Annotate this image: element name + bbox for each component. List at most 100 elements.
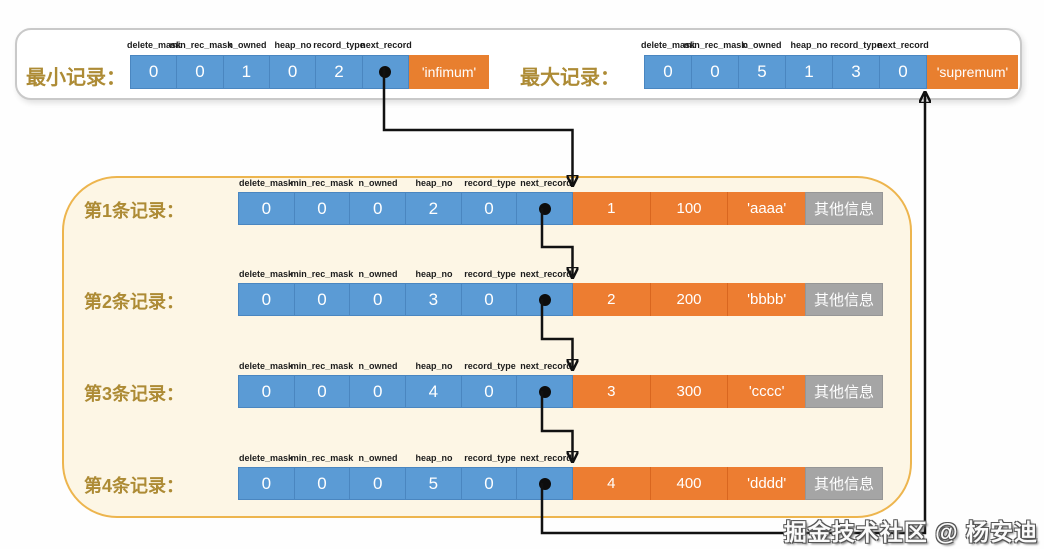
cell-min-rec-mask: 0	[176, 56, 223, 88]
record-data-row: 1 100 'aaaa'	[573, 192, 806, 225]
cell-min-rec-mask: 0	[293, 468, 350, 499]
field-label-next-record: next_record	[877, 40, 929, 50]
cell-delete-mask: 0	[239, 284, 294, 315]
cell-heap-no: 5	[405, 468, 461, 499]
record-label: 第3条记录：	[84, 384, 185, 404]
watermark: 掘金技术社区 @ 杨安迪	[783, 519, 1038, 545]
cell-n-owned: 1	[222, 56, 269, 88]
field-label-delete-mask: delete_mask	[238, 269, 294, 279]
cell-min-rec-mask: 0	[293, 193, 350, 224]
cell-column3: 'bbbb'	[727, 283, 806, 316]
cell-other-info: 其他信息	[805, 375, 883, 408]
cell-record-type: 0	[460, 468, 517, 499]
system-records-box: 最小记录： delete_mask min_rec_mask n_owned h…	[15, 28, 1022, 100]
cell-record-type: 3	[832, 56, 879, 88]
field-label-n-owned: n_owned	[358, 453, 398, 463]
min-record-label: 最小记录：	[26, 67, 126, 89]
record-header-row: 0 0 0 2 0	[238, 192, 573, 225]
cell-min-rec-mask: 0	[293, 284, 350, 315]
field-label-n-owned: n_owned	[358, 178, 398, 188]
record-header-row: 0 0 0 4 0	[238, 375, 573, 408]
cell-column2: 300	[649, 375, 728, 408]
record-row-1: 第1条记录： delete_mask min_rec_mask n_owned …	[0, 178, 1044, 232]
field-label-record-type: record_type	[464, 361, 516, 371]
field-label-min-rec-mask: min_rec_mask	[290, 178, 354, 188]
field-label-delete-mask: delete_mask	[238, 361, 294, 371]
cell-heap-no: 1	[785, 56, 832, 88]
next-record-pointer-dot	[538, 202, 551, 215]
cell-min-rec-mask: 0	[293, 376, 350, 407]
cell-primary-key: 2	[573, 283, 650, 316]
field-label-min-rec-mask: min_rec_mask	[169, 40, 233, 50]
cell-heap-no: 0	[268, 56, 316, 88]
field-label-n-owned: n_owned	[358, 361, 398, 371]
field-label-min-rec-mask: min_rec_mask	[290, 361, 354, 371]
field-label-record-type: record_type	[464, 453, 516, 463]
max-record-header-row: 0 0 5 1 3 0	[644, 55, 927, 89]
record-data-row: 4 400 'dddd'	[573, 467, 806, 500]
cell-heap-no: 4	[405, 376, 461, 407]
cell-primary-key: 3	[573, 375, 650, 408]
field-label-n-owned: n_owned	[742, 40, 782, 50]
cell-n-owned: 0	[349, 468, 406, 499]
field-label-record-type: record_type	[830, 40, 882, 50]
cell-column2: 200	[649, 283, 728, 316]
field-label-heap-no: heap_no	[790, 40, 828, 50]
cell-record-type: 0	[460, 193, 517, 224]
cell-other-info: 其他信息	[805, 467, 883, 500]
cell-delete-mask: 0	[645, 56, 691, 88]
field-label-heap-no: heap_no	[415, 453, 453, 463]
record-data-row: 2 200 'bbbb'	[573, 283, 806, 316]
field-label-heap-no: heap_no	[274, 40, 312, 50]
record-row-3: 第3条记录： delete_mask min_rec_mask n_owned …	[0, 361, 1044, 415]
field-label-delete-mask: delete_mask	[126, 40, 182, 50]
cell-delete-mask: 0	[239, 468, 294, 499]
min-record-header-row: 0 0 1 0 2	[130, 55, 409, 89]
cell-n-owned: 5	[738, 56, 785, 88]
cell-primary-key: 4	[573, 467, 650, 500]
record-header-row: 0 0 0 3 0	[238, 283, 573, 316]
cell-primary-key: 1	[573, 192, 650, 225]
cell-record-type: 2	[315, 56, 362, 88]
cell-min-rec-mask: 0	[691, 56, 738, 88]
field-label-record-type: record_type	[464, 269, 516, 279]
record-label: 第4条记录：	[84, 476, 185, 496]
cell-n-owned: 0	[349, 193, 406, 224]
cell-column3: 'cccc'	[727, 375, 806, 408]
cell-heap-no: 3	[405, 284, 461, 315]
infimum-cell: 'infimum'	[409, 55, 489, 89]
cell-column2: 400	[649, 467, 728, 500]
field-label-next-record: next_record	[360, 40, 412, 50]
field-label-next-record: next_record	[520, 178, 572, 188]
record-data-row: 3 300 'cccc'	[573, 375, 806, 408]
field-label-delete-mask: delete_mask	[640, 40, 696, 50]
field-label-record-type: record_type	[464, 178, 516, 188]
field-label-n-owned: n_owned	[358, 269, 398, 279]
cell-delete-mask: 0	[239, 193, 294, 224]
field-label-next-record: next_record	[520, 453, 572, 463]
cell-next-record: 0	[879, 56, 926, 88]
next-record-pointer-dot	[379, 66, 392, 78]
field-label-min-rec-mask: min_rec_mask	[290, 269, 354, 279]
cell-delete-mask: 0	[239, 376, 294, 407]
cell-next-record	[516, 193, 573, 224]
field-label-record-type: record_type	[313, 40, 365, 50]
next-record-pointer-dot	[538, 293, 551, 306]
cell-column3: 'dddd'	[727, 467, 806, 500]
next-record-pointer-dot	[538, 477, 551, 490]
cell-next-record	[516, 468, 573, 499]
record-row-4: 第4条记录： delete_mask min_rec_mask n_owned …	[0, 453, 1044, 507]
cell-n-owned: 0	[349, 376, 406, 407]
cell-column2: 100	[649, 192, 728, 225]
cell-n-owned: 0	[349, 284, 406, 315]
cell-delete-mask: 0	[131, 56, 177, 88]
record-label: 第2条记录：	[84, 292, 185, 312]
field-label-delete-mask: delete_mask	[238, 178, 294, 188]
cell-heap-no: 2	[405, 193, 461, 224]
cell-other-info: 其他信息	[805, 283, 883, 316]
field-label-min-rec-mask: min_rec_mask	[290, 453, 354, 463]
next-record-pointer-dot	[538, 385, 551, 398]
field-label-next-record: next_record	[520, 269, 572, 279]
field-label-min-rec-mask: min_rec_mask	[683, 40, 747, 50]
